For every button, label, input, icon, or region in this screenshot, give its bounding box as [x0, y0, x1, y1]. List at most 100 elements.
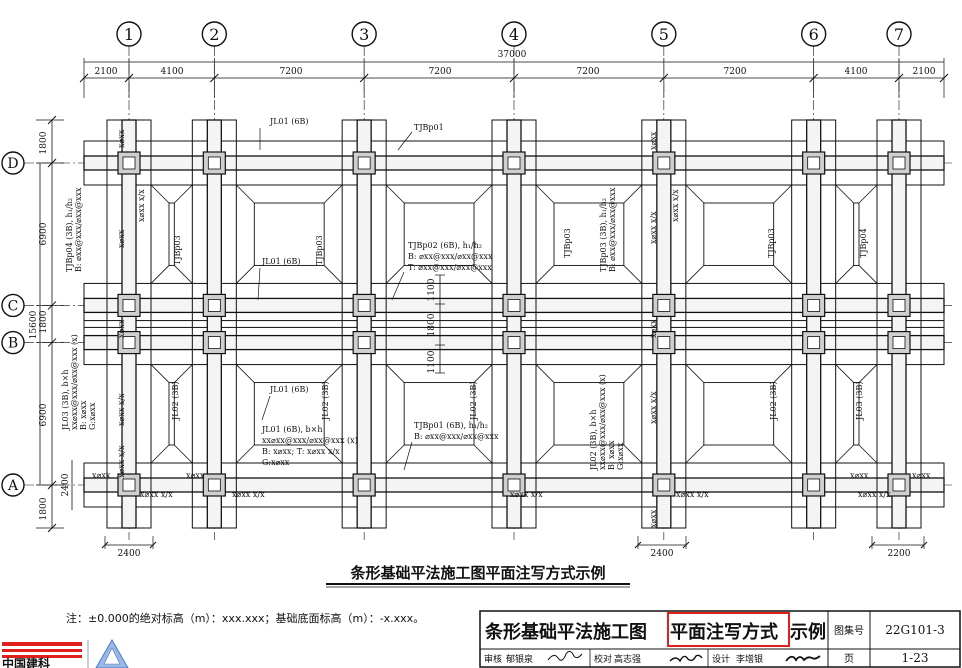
- top-dim-slash: [509, 73, 519, 83]
- bay-slope-corner: [685, 265, 705, 284]
- bay-slope-corner: [773, 265, 792, 284]
- dim-top-seg-1: 2100: [95, 67, 118, 77]
- label-jl02-e: JL02 (3B): [769, 382, 778, 421]
- designer-name: 李增银: [736, 653, 763, 665]
- column-axis-label: 2: [209, 25, 219, 44]
- label-jl01-ann1: JL01 (6B), b×h: [261, 425, 323, 434]
- column: [357, 299, 371, 312]
- bay-slope-outline: [168, 382, 175, 446]
- logo-text: 中国建科: [2, 656, 50, 668]
- label-tjbp01-ann1: TJBp01 (6B), h₁/h₂: [414, 421, 488, 430]
- label-jl01-top: JL01 (6B): [269, 117, 308, 126]
- label-jl02-d2: xx⌀xx@xxx/⌀xx@xxx (x): [598, 374, 607, 470]
- bay-slope-corner: [236, 184, 255, 204]
- reviewer-signature: [547, 650, 583, 661]
- bay-slope-corner: [773, 444, 792, 464]
- column: [357, 336, 371, 349]
- bay-slope-corner: [535, 184, 555, 204]
- column-beam: [891, 119, 907, 529]
- top-dim-slash: [894, 73, 904, 83]
- top-dim-slash: [809, 73, 819, 83]
- label-jl02-d1: JL02 (3B), b×h: [589, 409, 598, 471]
- dim-inner-1100-bottom: 1100: [427, 350, 437, 373]
- check-label: 校对: [594, 653, 612, 665]
- rebar-label: x⌀xx x/x: [671, 189, 680, 222]
- bay-slope-corner: [685, 184, 705, 204]
- bay-slope-outline: [853, 382, 860, 446]
- dim-left-seg-5: 1800: [39, 497, 49, 520]
- label-tjbp04-left-2: B: ⌀xx@xxx/⌀xx@xxx: [74, 187, 83, 272]
- bay-slope-corner: [623, 265, 643, 284]
- title-main-part3: 示例: [790, 621, 826, 643]
- dim-top-total: 37000: [498, 50, 527, 60]
- label-jl02-d4: G:x⌀xx: [616, 442, 625, 470]
- bay-slope-corner: [236, 265, 255, 284]
- dim-top-seg-6: 7200: [724, 67, 747, 77]
- bay-slope-outline: [253, 382, 325, 446]
- bottom-dim-slash: [149, 541, 157, 549]
- bay-slope-corner: [150, 184, 170, 204]
- rebar-label: x⌀xx: [912, 471, 931, 480]
- column: [657, 336, 671, 349]
- bay-slope-corner: [473, 184, 493, 204]
- dim-left-seg-2: 6900: [39, 222, 49, 245]
- top-dim-slash: [939, 73, 949, 83]
- bay-slope-corner: [685, 364, 705, 383]
- rebar-label: x⌀xx x/x: [676, 490, 709, 499]
- rebar-label: x⌀xx: [117, 229, 126, 248]
- label-tjbp02-1: TJBp02 (6B), h₁/h₂: [408, 241, 482, 250]
- top-dim-slash: [659, 73, 669, 83]
- bottom-dim-slash: [868, 541, 876, 549]
- bay-slope-outline: [853, 202, 860, 266]
- column: [507, 336, 521, 349]
- bay-slope-corner: [150, 364, 170, 383]
- bay-slope-corner: [236, 444, 255, 464]
- label-tjbp03-c: TJBp03: [563, 228, 572, 258]
- left-dim-slash: [47, 338, 57, 347]
- column: [892, 336, 906, 349]
- label-jl01-ann2: xx⌀xx@xxx/⌀xx@xxx (x): [262, 436, 358, 445]
- bay-slope-corner: [835, 265, 854, 284]
- column: [807, 336, 821, 349]
- rebar-label: x⌀xx: [649, 131, 658, 150]
- column-axis-label: 1: [124, 25, 134, 44]
- bay-slope-corner: [323, 364, 343, 383]
- column: [357, 156, 371, 170]
- dim-left-total: 15600: [29, 310, 39, 339]
- checker-signature: [669, 654, 703, 663]
- bay-slope-corner: [385, 364, 405, 383]
- label-tjbp03-r2: B: ⌀xx@xxx/⌀xx@xxx: [608, 187, 617, 272]
- column: [122, 336, 136, 349]
- bay-slope-corner: [174, 364, 193, 383]
- bay-slope-corner: [174, 265, 193, 284]
- label-tjbp02-3: T: ⌀xx@xxx/⌀xx@xxx: [408, 263, 492, 272]
- bay-slope-corner: [835, 364, 854, 383]
- label-tjbp04-left: TJBp04 (3B), h₁/h₂: [65, 198, 74, 272]
- top-dim-slash: [124, 73, 134, 83]
- dim-left-2400: 2400: [61, 473, 71, 496]
- label-jl01-mid: JL01 (6B): [261, 257, 300, 266]
- annotation-leader: [391, 271, 405, 301]
- left-dim-slash: [47, 301, 57, 310]
- rebar-label: x⌀xx: [117, 319, 126, 338]
- rebar-label: x⌀xx x/x: [117, 393, 126, 426]
- annotation-leader: [261, 395, 271, 421]
- rebar-label: x⌀xx x/x: [510, 490, 543, 499]
- title-block: 条形基础平法施工图 平面注写方式 示例 图集号 22G101-3 审核 郁银泉 …: [479, 610, 961, 668]
- column: [122, 156, 136, 170]
- bay-slope-corner: [385, 265, 405, 284]
- column: [507, 299, 521, 312]
- bay-slope-corner: [835, 444, 854, 464]
- column: [657, 299, 671, 312]
- title-main-highlight: 平面注写方式: [670, 621, 778, 643]
- rebar-label: x⌀xx x/x: [649, 211, 658, 244]
- label-jl02-c: JL02 (3B): [469, 382, 478, 421]
- rebar-label: x⌀xx: [117, 129, 126, 148]
- column: [207, 156, 221, 170]
- bay-slope-corner: [385, 444, 405, 464]
- label-jl02-a: JL02 (3B): [171, 382, 180, 421]
- column: [892, 299, 906, 312]
- bay-slope-corner: [174, 184, 193, 204]
- column-beam: [356, 119, 372, 529]
- bay-slope-outline: [403, 382, 475, 446]
